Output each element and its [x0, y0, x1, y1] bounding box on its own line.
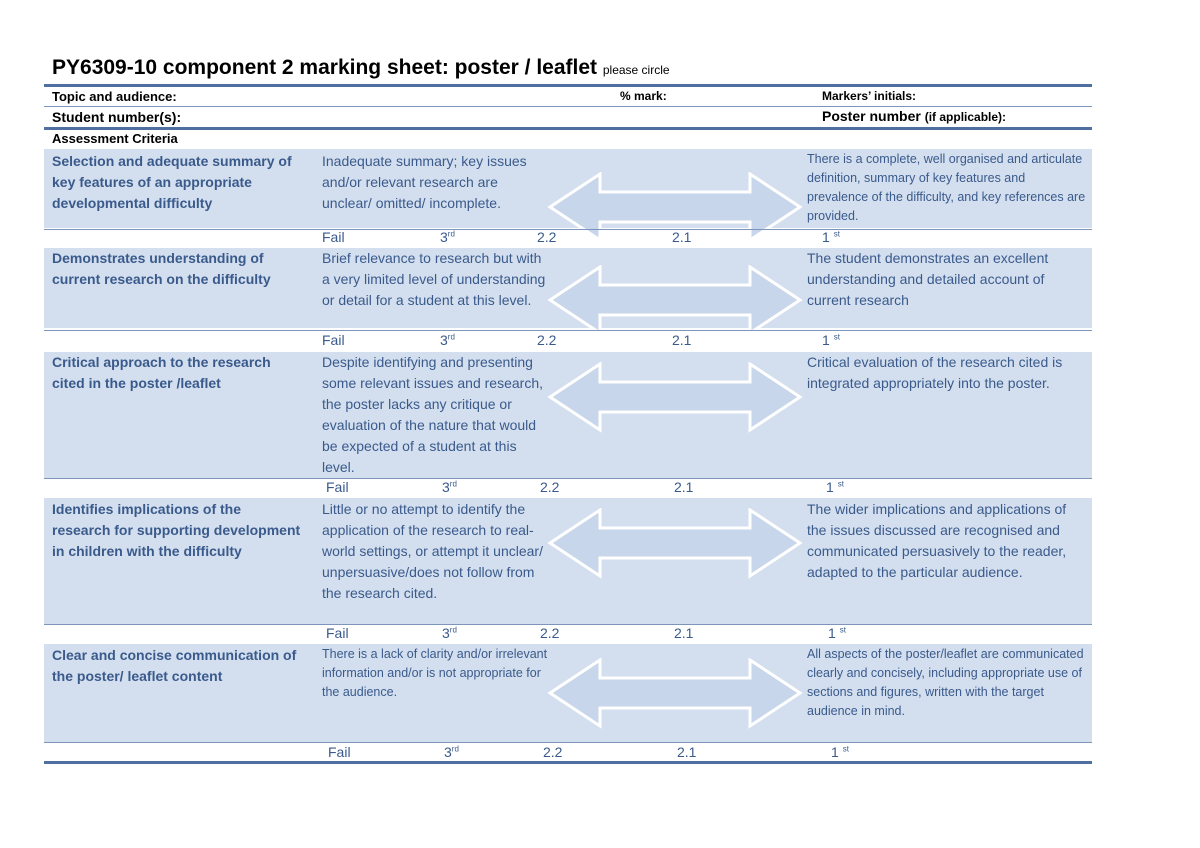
grade-2-2: 2.2	[540, 479, 560, 495]
criterion-4-name: Identifies implications of the research …	[52, 501, 301, 559]
poster-number-label: Poster number (if applicable):	[822, 108, 1006, 124]
grade-fail: Fail	[326, 625, 349, 641]
grade-first-num: 1	[831, 744, 839, 760]
criterion-3-high: Critical evaluation of the research cite…	[807, 354, 1063, 391]
grade-third-sup: rd	[447, 229, 455, 239]
grade-2-1: 2.1	[672, 229, 692, 245]
mark-label: % mark:	[620, 89, 667, 103]
range-arrow-icon	[545, 361, 805, 472]
grade-third-num: 3	[442, 625, 450, 641]
grade-first-num: 1	[826, 479, 834, 495]
criterion-4-high: The wider implications and applications …	[807, 501, 1067, 580]
grade-third: 3rd	[440, 229, 455, 245]
criterion-2-low: Brief relevance to research but with a v…	[322, 250, 546, 308]
criteria-heading: Assessment Criteria	[52, 131, 178, 146]
grade-rule-5	[44, 742, 1092, 743]
range-arrow-icon	[545, 507, 805, 618]
title-note: please circle	[602, 63, 670, 77]
grade-2-1: 2.1	[672, 332, 692, 348]
grade-first-sup: st	[842, 744, 849, 754]
criterion-3-band	[44, 352, 1092, 478]
poster-number-text: Poster number	[822, 108, 921, 124]
criterion-3-low: Despite identifying and presenting some …	[322, 354, 543, 475]
grade-rule-1	[44, 229, 1092, 230]
grade-rule-3	[44, 478, 1092, 479]
grade-third-sup: rd	[449, 625, 457, 635]
grade-first-sup: st	[839, 625, 846, 635]
grade-first-sup: st	[833, 229, 840, 239]
grade-third-num: 3	[444, 744, 452, 760]
grade-first-num: 1	[828, 625, 836, 641]
grade-fail: Fail	[326, 479, 349, 495]
grade-third-sup: rd	[449, 479, 457, 489]
criterion-4-low: Little or no attempt to identify the app…	[322, 501, 543, 601]
grade-third-num: 3	[440, 229, 448, 245]
header-rule-2	[44, 127, 1092, 130]
grade-third-sup: rd	[447, 332, 455, 342]
page-title: PY6309-10 component 2 marking sheet: pos…	[52, 56, 670, 80]
criterion-4-band	[44, 498, 1092, 624]
criterion-1-high: There is a complete, well organised and …	[807, 152, 1086, 223]
grade-first-num: 1	[822, 332, 830, 348]
grade-first: 1 st	[822, 229, 840, 245]
grade-2-1: 2.1	[677, 744, 697, 760]
grade-2-1: 2.1	[674, 479, 694, 495]
grade-2-1: 2.1	[674, 625, 694, 641]
grade-first: 1 st	[822, 332, 840, 348]
range-arrow-icon	[545, 264, 805, 375]
criterion-5-high: All aspects of the poster/leaflet are co…	[807, 647, 1084, 718]
bottom-rule	[44, 761, 1092, 764]
grade-fail: Fail	[328, 744, 351, 760]
criterion-3-name: Critical approach to the research cited …	[52, 354, 271, 391]
title-text: PY6309-10 component 2 marking sheet: pos…	[52, 56, 598, 79]
grade-third: 3rd	[440, 332, 455, 348]
header-rule-1	[44, 106, 1092, 107]
criterion-5-low: There is a lack of clarity and/or irrele…	[322, 647, 548, 699]
grade-2-2: 2.2	[543, 744, 563, 760]
topic-label: Topic and audience:	[52, 89, 177, 104]
criterion-5-name: Clear and concise communication of the p…	[52, 647, 297, 684]
grade-2-2: 2.2	[537, 332, 557, 348]
initials-label: Markers’ initials:	[822, 89, 917, 103]
grade-third: 3rd	[442, 479, 457, 495]
grade-fail: Fail	[322, 332, 345, 348]
criterion-1-low: Inadequate summary; key issues and/or re…	[322, 153, 527, 211]
header-top-rule	[44, 84, 1092, 87]
grade-fail: Fail	[322, 229, 345, 245]
grade-first-sup: st	[833, 332, 840, 342]
grade-first: 1 st	[828, 625, 846, 641]
range-arrow-icon	[545, 171, 805, 282]
grade-third: 3rd	[442, 625, 457, 641]
student-number-label: Student number(s):	[52, 109, 182, 125]
grade-third: 3rd	[444, 744, 459, 760]
criterion-2-name: Demonstrates understanding of current re…	[52, 250, 271, 287]
grade-third-num: 3	[440, 332, 448, 348]
grade-2-2: 2.2	[537, 229, 557, 245]
grade-first-num: 1	[822, 229, 830, 245]
grade-rule-2	[44, 330, 1092, 331]
range-arrow-icon	[545, 657, 805, 768]
grade-third-sup: rd	[451, 744, 459, 754]
grade-first: 1 st	[826, 479, 844, 495]
grade-first: 1 st	[831, 744, 849, 760]
grade-rule-4	[44, 624, 1092, 625]
criterion-1-name: Selection and adequate summary of key fe…	[52, 153, 292, 211]
grade-2-2: 2.2	[540, 625, 560, 641]
criterion-2-high: The student demonstrates an excellent un…	[807, 250, 1049, 308]
grade-third-num: 3	[442, 479, 450, 495]
grade-first-sup: st	[837, 479, 844, 489]
poster-number-note: (if applicable):	[924, 110, 1007, 124]
